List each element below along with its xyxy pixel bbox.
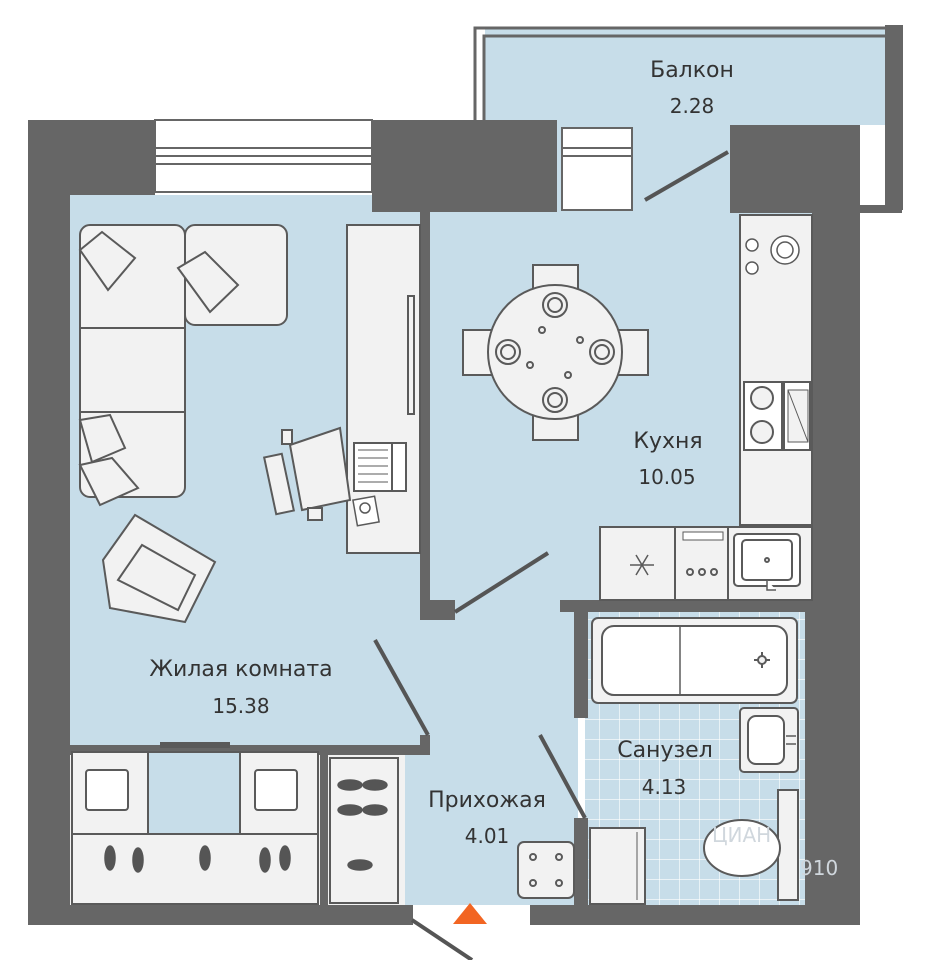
living-room-label: Жилая комната [149,657,332,682]
office-chair-icon [262,426,352,521]
wardrobe-icon [71,742,399,905]
living-bottom-wall [70,745,430,755]
bottom-right-wall [530,905,860,925]
hallway-pouf-icon [517,841,575,899]
kitchen-balcony-door [561,127,633,211]
stove-icon [745,235,800,275]
watermark-text: ЦИАН [712,823,771,847]
balcony-door-swing [643,150,730,202]
window-pier-wall [372,120,557,212]
hallway-area: 4.01 [465,824,510,848]
bathtub-icon [591,617,798,704]
top-left-wall [28,120,155,195]
kitchen-label: Кухня [633,429,702,454]
bottom-left-wall [28,905,413,925]
left-outer-wall [28,125,70,907]
balcony-outline [473,26,897,130]
bathroom-door-swing [538,734,587,819]
entrance-arrow-icon [453,903,487,924]
living-window [154,119,373,193]
hallway-label: Прихожая [428,788,546,813]
living-room-area: 15.38 [212,694,269,718]
kitchen-door-swing [453,551,550,614]
document-icon [352,495,380,527]
wardrobe-divider [320,755,328,905]
door-swings [373,150,730,960]
entrance-door-swing [410,918,474,960]
bathroom-top-wall [560,600,810,612]
washing-machine-icon [589,827,646,905]
dining-table-icon [462,264,649,441]
sink-icon [733,533,801,591]
balcony-area: 2.28 [670,94,715,118]
partition-foot [420,600,455,620]
armchair-icon [101,513,217,624]
walls [28,25,903,925]
bathroom-area: 4.13 [642,775,687,799]
living-kitchen-partition [420,210,430,620]
kitchen-top-wall-right [730,125,860,213]
balcony-label: Балкон [650,58,734,83]
sofa-icon [78,224,288,507]
bathroom-sink-icon [739,707,799,773]
watermark-number: 910 [800,856,838,880]
bathroom-label: Санузел [617,738,713,763]
living-door-swing [373,639,430,736]
right-outer-wall [812,205,860,607]
hanger-icons [104,779,388,873]
kitchen-area: 10.05 [638,465,695,489]
right-lower-wall [805,600,860,907]
laptop-icon [353,442,407,492]
bathroom-left-wall-bottom [574,818,588,906]
kitchen-corner [860,205,902,213]
bathroom-left-wall-top [574,600,588,718]
balcony-floor [485,28,885,125]
toilet-icon [703,789,799,901]
